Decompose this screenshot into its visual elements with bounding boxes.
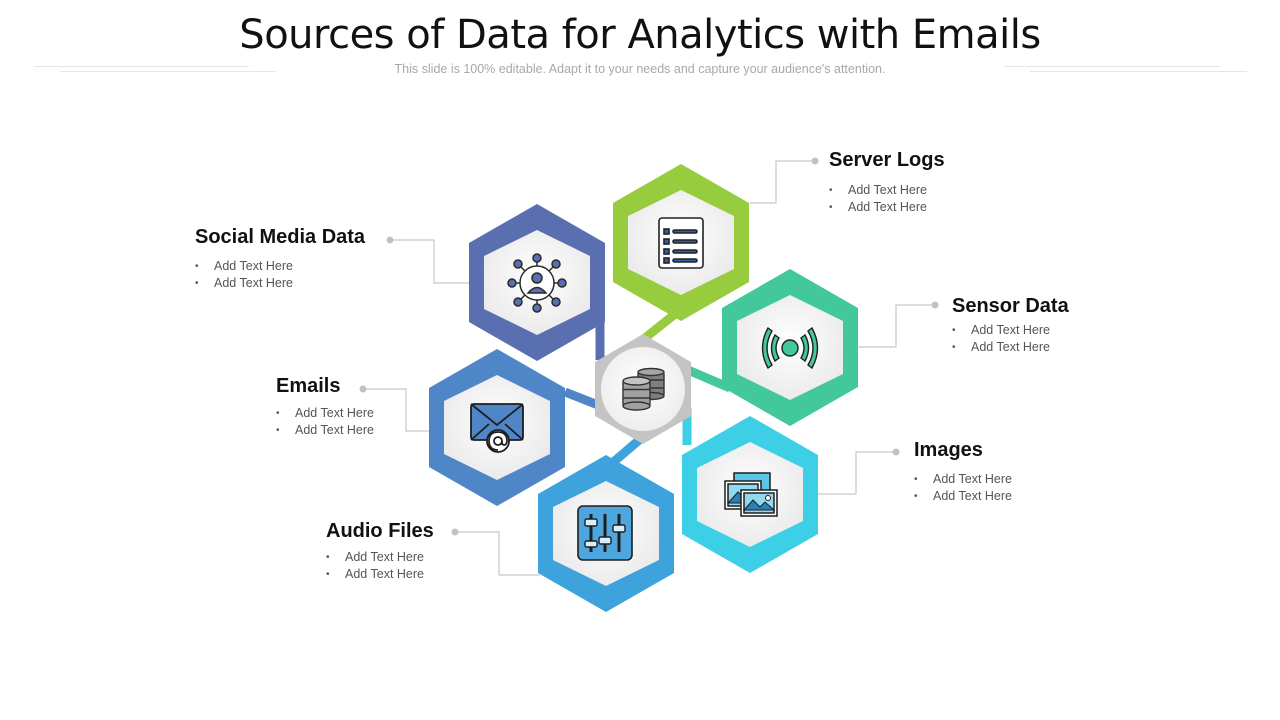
bullet-item: Add Text Here [914,471,1012,488]
leader-dot-audio [451,528,459,536]
bullets-server-logs: Add Text Here Add Text Here [829,182,927,216]
leader-dot-server-logs [811,157,819,165]
leader-dot-sensor-data [931,301,939,309]
leader-audio [455,531,540,576]
social-network-icon [507,253,567,313]
bullet-item: Add Text Here [276,422,374,439]
server-log-list-icon [658,217,704,269]
label-images: Images [914,439,983,461]
decorative-line-right-top [1004,66,1220,67]
bullet-item: Add Text Here [195,258,293,275]
bullet-item: Add Text Here [829,182,927,199]
email-icon [470,403,524,453]
hexagon-center [595,334,691,444]
leader-emails [363,388,430,432]
bullets-social-media: Add Text Here Add Text Here [195,258,293,292]
label-emails: Emails [276,375,341,397]
label-server-logs: Server Logs [829,149,945,171]
bullet-item: Add Text Here [326,566,424,583]
decorative-line-right-bottom [1030,71,1247,72]
audio-mixer-icon [577,505,633,561]
bullet-item: Add Text Here [952,339,1050,356]
bullet-item: Add Text Here [952,322,1050,339]
database-icon [622,367,665,411]
bullet-item: Add Text Here [914,488,1012,505]
label-sensor-data: Sensor Data [952,295,1069,317]
decorative-line-left-top [34,66,249,67]
bullets-audio-files: Add Text Here Add Text Here [326,549,424,583]
bullet-item: Add Text Here [276,405,374,422]
leader-sensor-data [858,304,935,348]
slide-subtitle: This slide is 100% editable. Adapt it to… [394,62,886,76]
bullets-sensor-data: Add Text Here Add Text Here [952,322,1050,356]
bullets-images: Add Text Here Add Text Here [914,471,1012,505]
slide-title: Sources of Data for Analytics with Email… [239,12,1041,58]
bullet-item: Add Text Here [326,549,424,566]
bullet-item: Add Text Here [829,199,927,216]
connector-emails [563,387,600,410]
leader-social-media [390,239,470,284]
leader-server-logs [750,160,815,204]
images-icon [724,472,778,517]
leader-dot-social-media [386,236,394,244]
leader-dot-emails [359,385,367,393]
bullet-item: Add Text Here [195,275,293,292]
label-social-media: Social Media Data [195,226,366,248]
leader-lines [363,160,935,576]
leader-images [818,451,896,495]
bullets-emails: Add Text Here Add Text Here [276,405,374,439]
leader-dot-images [892,448,900,456]
label-audio-files: Audio Files [326,520,434,542]
leader-dots [359,157,939,536]
sensor-signal-icon [761,326,819,370]
decorative-line-left-bottom [60,71,276,72]
